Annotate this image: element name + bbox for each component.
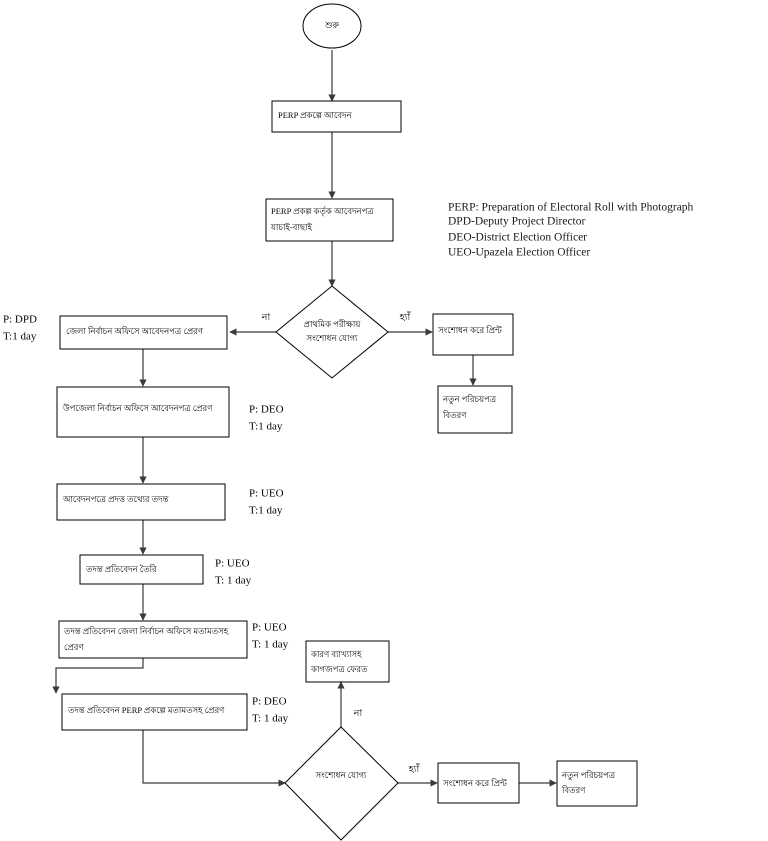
annotation-dpd: P: DPD T:1 day <box>3 314 37 343</box>
legend-line-2: DPD-Deputy Project Director <box>448 216 585 228</box>
annotation-ueo2-time: T: 1 day <box>215 575 252 587</box>
decision2-diamond <box>284 726 399 841</box>
decision2-label: সংশোধন যোগ্য <box>315 770 368 780</box>
node-correct-print-top[interactable]: সংশোধন করে প্রিন্ট <box>432 313 514 356</box>
verify-box <box>265 198 394 242</box>
edge-label-yes-1: হ্যাঁ <box>399 310 412 323</box>
annotation-deo2-person: P: DEO <box>252 696 287 708</box>
connector-layer <box>52 50 557 787</box>
annotation-ueo3-person: P: UEO <box>252 622 287 634</box>
edge-label-no-1: না <box>261 313 272 323</box>
new-id-bottom-line1: নতুন পরিচয়পত্র <box>561 770 616 781</box>
correct-print-top-label: সংশোধন করে প্রিন্ট <box>437 325 503 335</box>
annotation-ueo-2: P: UEO T: 1 day <box>215 558 252 587</box>
correct-print-bottom-box <box>437 762 520 804</box>
edge-label-yes-2: হ্যাঁ <box>408 762 421 775</box>
return-docs-box <box>305 640 390 683</box>
investigate-box <box>56 483 226 521</box>
start-label: শুরু <box>324 20 340 30</box>
edge-report-perp-to-decision2 <box>142 730 286 787</box>
start-oval <box>302 3 362 49</box>
report-to-perp-label: তদন্ত প্রতিবেদন PERP প্রকল্পে মতামতসহ প্… <box>67 705 225 715</box>
correct-print-top-box <box>432 313 514 356</box>
correct-print-bottom-label: সংশোধন করে প্রিন্ট <box>442 778 508 788</box>
verify-label-line2: যাচাই-বাছাই <box>270 222 312 232</box>
annotation-ueo1-person: P: UEO <box>249 488 284 500</box>
node-start[interactable]: শুরু <box>302 3 362 49</box>
node-decision-primary-check[interactable]: প্রাথমিক পরীক্ষায় সংশোধন যোগ্য <box>275 285 389 379</box>
node-upazela-send[interactable]: উপজেলা নির্বাচন অফিসে আবেদনপত্র প্রেরণ <box>56 386 230 438</box>
upazela-send-box <box>56 386 230 438</box>
node-report-to-district[interactable]: তদন্ত প্রতিবেদন জেলা নির্বাচন অফিসে মতাম… <box>58 620 248 659</box>
node-apply[interactable]: PERP প্রকল্পে আবেদন <box>271 100 402 133</box>
new-id-top-box <box>437 385 513 434</box>
decision1-label-line2: সংশোধন যোগ্য <box>306 333 359 343</box>
new-id-top-line2: বিতরণ <box>442 410 467 420</box>
report-to-district-line1: তদন্ত প্রতিবেদন জেলা নির্বাচন অফিসে মতাম… <box>63 626 230 636</box>
annotation-dpd-time: T:1 day <box>3 331 37 343</box>
report-make-label: তদন্ত প্রতিবেদন তৈরি <box>85 564 158 574</box>
district-send-label: জেলা নির্বাচন অফিসে আবেদনপত্র প্রেরণ <box>66 326 204 336</box>
new-id-top-line1: নতুন পরিচয়পত্র <box>442 394 497 405</box>
annotation-ueo1-time: T:1 day <box>249 505 283 517</box>
node-investigate[interactable]: আবেদনপত্রে প্রদত্ত তথ্যের তদন্ত <box>56 483 226 521</box>
node-decision-correctable[interactable]: সংশোধন যোগ্য <box>284 726 399 841</box>
report-to-district-line2: প্রেরণ <box>64 642 84 652</box>
new-id-bottom-line2: বিতরণ <box>561 785 586 795</box>
decision1-label-line1: প্রাথমিক পরীক্ষায় <box>304 318 362 329</box>
node-new-id-top[interactable]: নতুন পরিচয়পত্র বিতরণ <box>437 385 513 434</box>
return-docs-line2: কাগজপত্র ফেরত <box>310 664 368 674</box>
report-to-district-box <box>58 620 248 659</box>
node-verify[interactable]: PERP প্রকল্প কর্তৃক আবেদনপত্র যাচাই-বাছা… <box>265 198 394 242</box>
apply-label: PERP প্রকল্পে আবেদন <box>278 110 353 120</box>
node-district-send[interactable]: জেলা নির্বাচন অফিসে আবেদনপত্র প্রেরণ <box>59 315 228 350</box>
investigate-label: আবেদনপত্রে প্রদত্ত তথ্যের তদন্ত <box>62 494 170 504</box>
report-to-perp-box <box>61 693 248 731</box>
annotation-ueo3-time: T: 1 day <box>252 639 289 651</box>
decision1-diamond <box>275 285 389 379</box>
annotation-deo1-person: P: DEO <box>249 404 284 416</box>
legend-line-1: PERP: Preparation of Electoral Roll with… <box>448 202 694 214</box>
node-report-make[interactable]: তদন্ত প্রতিবেদন তৈরি <box>79 554 204 585</box>
new-id-bottom-box <box>556 760 638 807</box>
annotation-ueo2-person: P: UEO <box>215 558 250 570</box>
district-send-box <box>59 315 228 350</box>
annotation-deo-2: P: DEO T: 1 day <box>252 696 289 725</box>
annotation-deo1-time: T:1 day <box>249 421 283 433</box>
annotation-deo-1: P: DEO T:1 day <box>249 404 284 433</box>
node-return-docs[interactable]: কারণ ব্যাখ্যাসহ কাগজপত্র ফেরত <box>305 640 390 683</box>
legend-block: PERP: Preparation of Electoral Roll with… <box>448 202 694 259</box>
node-new-id-bottom[interactable]: নতুন পরিচয়পত্র বিতরণ <box>556 760 638 807</box>
node-correct-print-bottom[interactable]: সংশোধন করে প্রিন্ট <box>437 762 520 804</box>
edge-label-no-2: না <box>353 709 364 719</box>
report-make-box <box>79 554 204 585</box>
annotation-deo2-time: T: 1 day <box>252 713 289 725</box>
legend-line-4: UEO-Upazela Election Officer <box>448 247 590 259</box>
annotation-ueo-3: P: UEO T: 1 day <box>252 622 289 651</box>
return-docs-line1: কারণ ব্যাখ্যাসহ <box>310 649 363 659</box>
legend-line-3: DEO-District Election Officer <box>448 232 587 244</box>
verify-label-line1: PERP প্রকল্প কর্তৃক আবেদনপত্র <box>271 206 374 217</box>
node-report-to-perp[interactable]: তদন্ত প্রতিবেদন PERP প্রকল্পে মতামতসহ প্… <box>61 693 248 731</box>
annotation-ueo-1: P: UEO T:1 day <box>249 488 284 517</box>
annotation-dpd-person: P: DPD <box>3 314 37 326</box>
apply-box <box>271 100 402 133</box>
upazela-send-label: উপজেলা নির্বাচন অফিসে আবেদনপত্র প্রেরণ <box>62 402 213 413</box>
edge-report-district-to-report-perp <box>52 658 144 694</box>
